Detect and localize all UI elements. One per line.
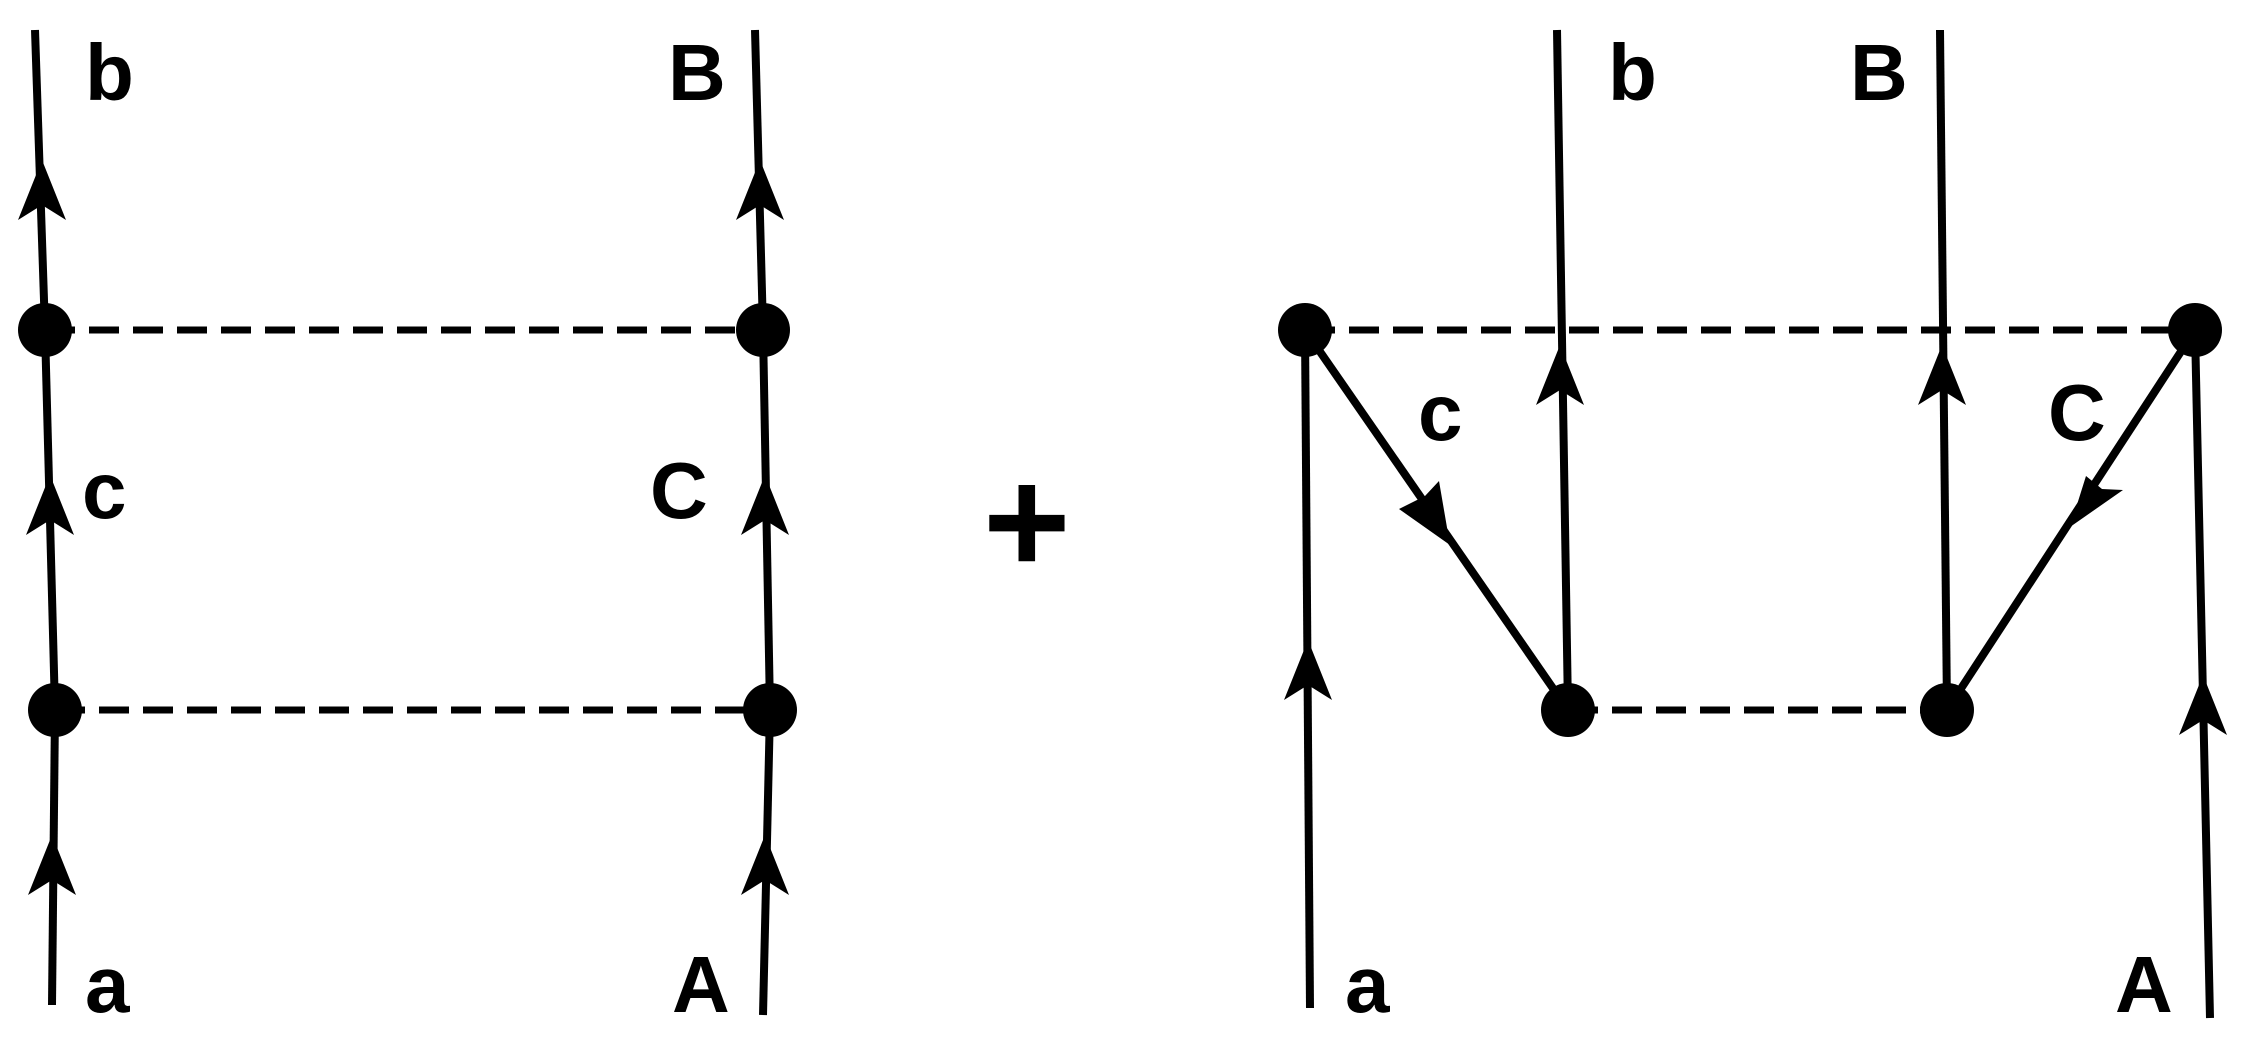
plus-operator: +	[983, 437, 1071, 605]
vertex-dot	[1541, 683, 1595, 737]
arrow-up-icon	[18, 160, 66, 220]
arrow-up-icon	[1918, 345, 1966, 405]
label-B: B	[668, 28, 726, 117]
line-A	[2191, 329, 2214, 1019]
vertex-dot	[1920, 683, 1974, 737]
arrow-up-icon	[28, 835, 76, 895]
vertex-dot	[736, 303, 790, 357]
label-A: A	[672, 940, 730, 1029]
label-c: c	[82, 446, 127, 535]
arrow-up-icon	[741, 475, 789, 535]
label-C: C	[2048, 368, 2106, 457]
label-c: c	[1418, 368, 1463, 457]
left-diagram: b B c C a A	[18, 28, 797, 1029]
label-C: C	[650, 446, 708, 535]
arrow-up-icon	[741, 835, 789, 895]
vertex-dot	[2168, 303, 2222, 357]
vertex-dot	[28, 683, 82, 737]
arrow-down-left-icon	[2070, 476, 2123, 527]
line-C	[1943, 327, 2199, 713]
label-B: B	[1850, 28, 1908, 117]
label-a: a	[1345, 940, 1390, 1029]
arrow-up-icon	[2179, 675, 2227, 735]
vertex-dot	[743, 683, 797, 737]
arrow-up-icon	[736, 160, 784, 220]
label-a: a	[85, 940, 130, 1029]
label-b: b	[1608, 28, 1657, 117]
vertex-dot	[18, 303, 72, 357]
vertex-dot	[1278, 303, 1332, 357]
arrow-up-icon	[26, 475, 74, 535]
label-b: b	[85, 28, 134, 117]
right-diagram: b B c C a A	[1278, 28, 2227, 1029]
arrow-down-right-icon	[1399, 481, 1450, 545]
label-A: A	[2115, 940, 2173, 1029]
arrow-up-icon	[1536, 345, 1584, 405]
arrow-up-icon	[1284, 640, 1332, 700]
